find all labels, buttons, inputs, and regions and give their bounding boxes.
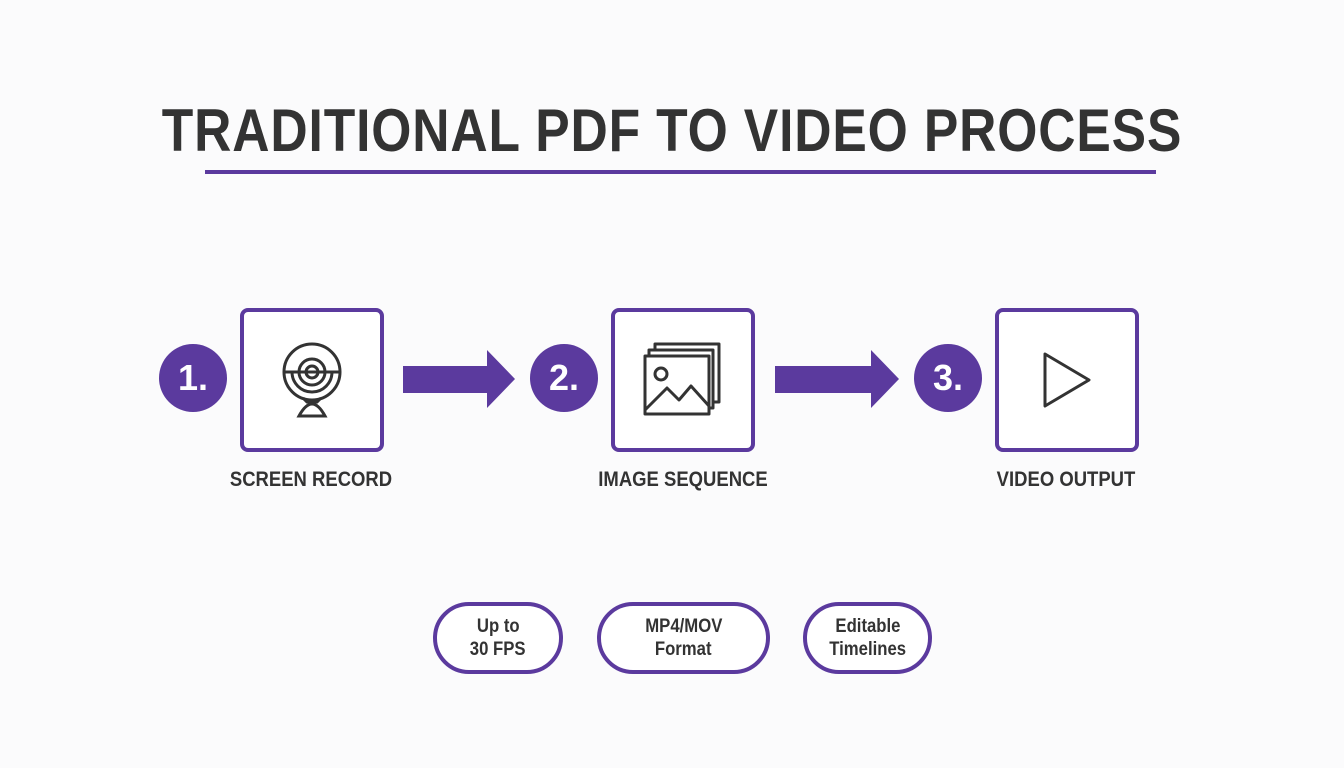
step-label-1: SCREEN RECORD: [229, 468, 393, 491]
step-box-2: [611, 308, 755, 452]
step-box-1: [240, 308, 384, 452]
feature-line: 30 FPS: [470, 639, 526, 660]
arrow-right-icon: [775, 350, 899, 408]
feature-pill-fps: Up to 30 FPS: [433, 602, 563, 674]
image-stack-icon: [643, 342, 721, 416]
arrow-right-icon: [403, 350, 515, 408]
step-label-3: VIDEO OUTPUT: [996, 468, 1136, 491]
webcam-icon: [282, 342, 342, 418]
feature-line: Format: [655, 639, 712, 660]
step-number-1: 1.: [159, 344, 227, 412]
step-number-2: 2.: [530, 344, 598, 412]
feature-line: MP4/MOV: [644, 616, 723, 637]
step-box-3: [995, 308, 1139, 452]
step-label-2: IMAGE SEQUENCE: [598, 468, 768, 491]
step-number-3: 3.: [914, 344, 982, 412]
play-icon: [1043, 352, 1091, 408]
feature-line: Timelines: [829, 639, 906, 660]
feature-pill-format: MP4/MOV Format: [597, 602, 770, 674]
page-title: TRADITIONAL PDF TO VIDEO PROCESS: [161, 97, 1183, 164]
feature-line: Up to: [476, 616, 520, 637]
title-underline: [205, 170, 1156, 174]
feature-line: Editable: [834, 616, 901, 637]
feature-pill-timelines: Editable Timelines: [803, 602, 932, 674]
